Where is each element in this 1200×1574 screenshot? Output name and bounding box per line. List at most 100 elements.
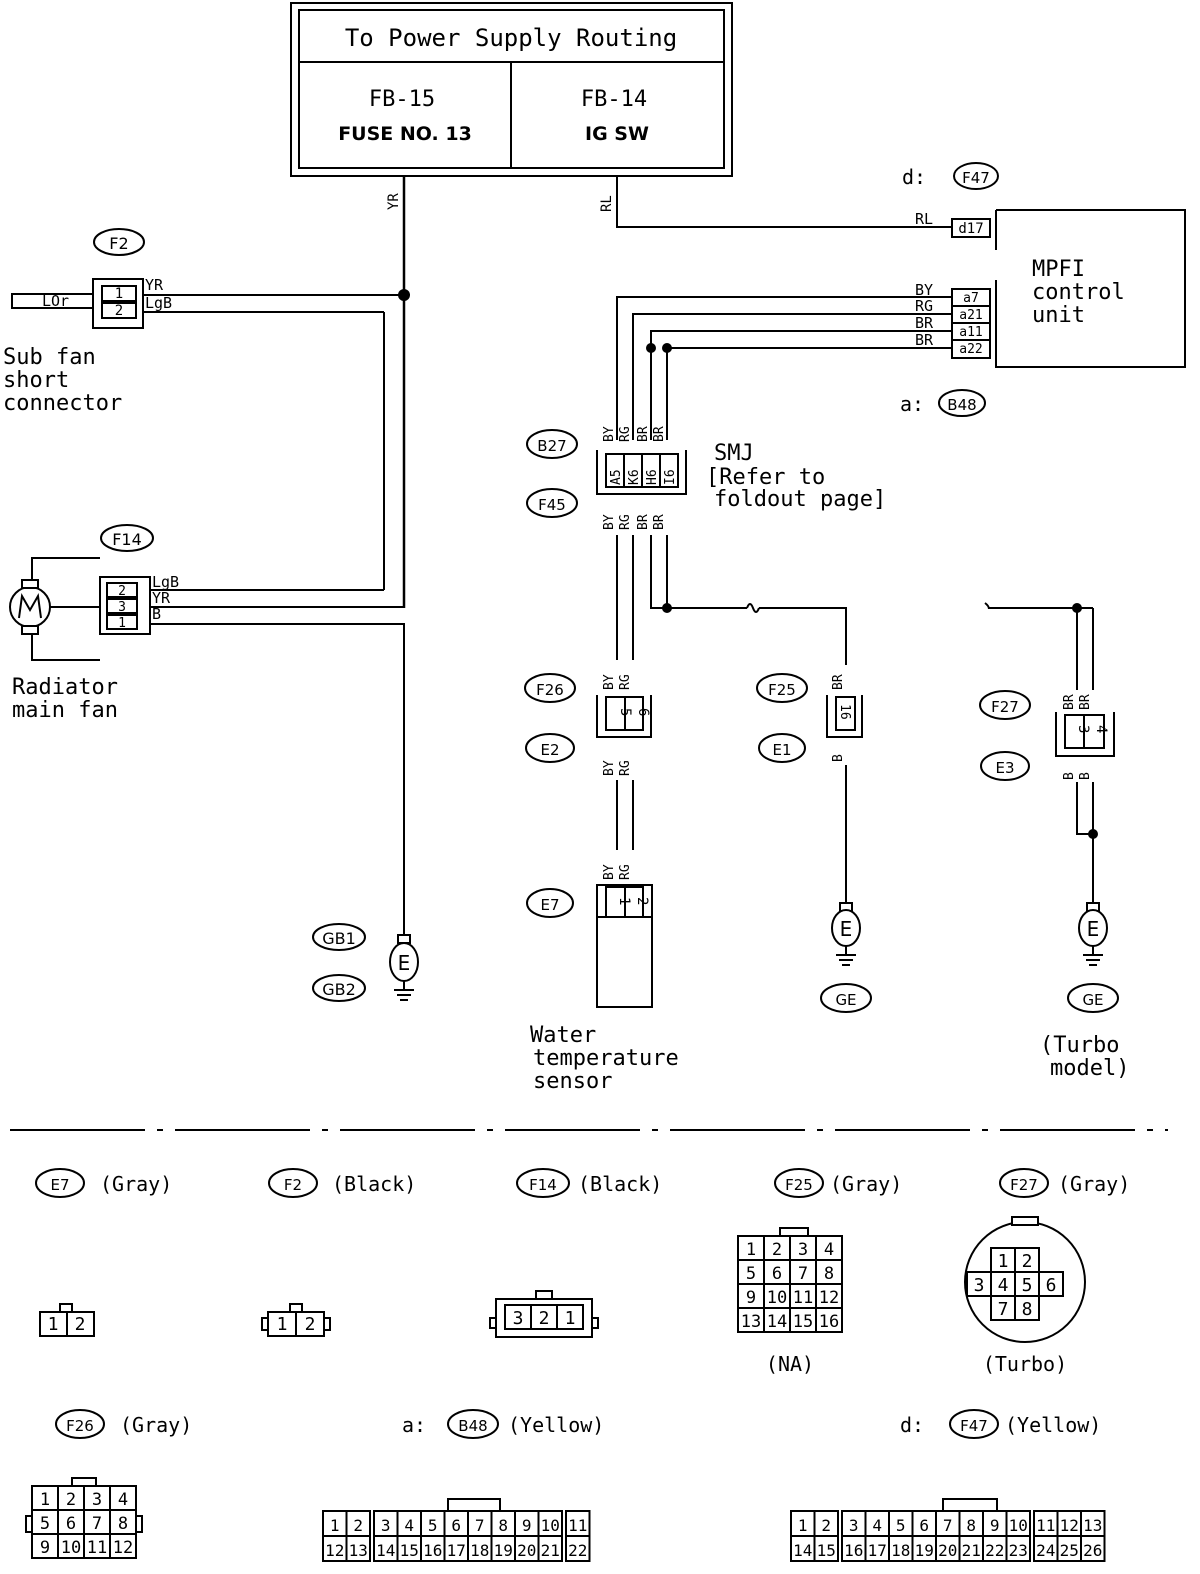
grid-f27-pin: 7 xyxy=(998,1299,1009,1320)
grid-f25-pin: 5 xyxy=(746,1264,756,1284)
grid-b48-pin: 16 xyxy=(423,1541,442,1560)
f26-e2-connector: F26 E2 BY RG 5 6 BY RG xyxy=(524,673,652,850)
grid-f25-pin: 10 xyxy=(767,1288,787,1308)
grid-f47-pin: 4 xyxy=(872,1516,882,1535)
grid-b48-pin: 18 xyxy=(470,1541,489,1560)
grid-f47-pin: 10 xyxy=(1009,1516,1028,1535)
water-label-1: Water xyxy=(530,1023,596,1048)
grid-f25-pin: 12 xyxy=(819,1288,839,1308)
d-prefix: d: xyxy=(902,165,926,189)
grid-f47-pin: 21 xyxy=(962,1541,981,1560)
smj-connector: B27 F45 BY RG BR BR A5 K6 H6 I6 BY RG BR… xyxy=(526,426,886,530)
f2-yr-label: YR xyxy=(145,276,164,294)
grid-f26-pin: 11 xyxy=(87,1538,107,1558)
power-supply-title: To Power Supply Routing xyxy=(345,24,677,52)
turbo-model-label-1: (Turbo xyxy=(1040,1033,1119,1058)
grid-f25-cell xyxy=(763,1307,791,1333)
grid-f25-pin: 1 xyxy=(746,1240,756,1260)
sub-fan-label-1: Sub fan xyxy=(3,345,96,370)
smj-label-3: foldout page] xyxy=(714,487,886,512)
legend-f26-id: F26 xyxy=(66,1417,94,1435)
grid-f47-pin: 25 xyxy=(1060,1541,1079,1560)
f14-connector-id: F14 xyxy=(112,530,142,549)
grid-b48-pin: 12 xyxy=(325,1541,344,1560)
legend-f14: F14 (Black) 3 2 1 xyxy=(489,1168,662,1338)
grid-b48-pin: 2 xyxy=(353,1516,363,1535)
e2-bot-rg: RG xyxy=(618,760,633,776)
grid-f47-pin: 7 xyxy=(943,1516,953,1535)
f2-connector-id: F2 xyxy=(109,234,128,253)
grid-f47-pin: 20 xyxy=(938,1541,957,1560)
legend-e7-id: E7 xyxy=(50,1176,69,1194)
legend-b48-prefix: a: xyxy=(402,1413,426,1437)
pin-d17: d17 xyxy=(958,221,983,237)
radiator-main-fan: F14 2 3 1 LgB YR B Radiator main fan xyxy=(9,524,405,935)
grid-f47-pin: 8 xyxy=(966,1516,976,1535)
smj-label-1: SMJ xyxy=(714,441,754,466)
smj-top-br1: BR xyxy=(636,426,651,442)
grid-f27-pin: 3 xyxy=(974,1275,985,1296)
fan-motor-icon xyxy=(9,586,51,628)
grid-f27-cell xyxy=(1014,1295,1040,1321)
f45-connector-id: F45 xyxy=(538,496,566,514)
grid-f27-pin: 5 xyxy=(1022,1275,1033,1296)
fb15-label: FB-15 xyxy=(369,87,435,112)
grid-f25-pin: 3 xyxy=(798,1240,808,1260)
legend-f27-turbo: (Turbo) xyxy=(983,1352,1067,1376)
smj-pin-h6: H6 xyxy=(645,469,660,485)
f27-br1-label: BR xyxy=(1062,694,1077,710)
grid-f47-pin: 5 xyxy=(896,1516,906,1535)
grid-f47-pin: 11 xyxy=(1036,1516,1055,1535)
grid-f27-cell xyxy=(990,1295,1016,1321)
grid-f26-pin: 6 xyxy=(66,1514,76,1534)
grid-f47-pin: 1 xyxy=(798,1516,808,1535)
grid-b48-pin: 19 xyxy=(494,1541,513,1560)
grid-f25-pin: 6 xyxy=(772,1264,782,1284)
grid-f26-cell xyxy=(31,1533,59,1559)
legend-b48-id: B48 xyxy=(458,1417,487,1435)
smj-label-2: [Refer to xyxy=(706,465,825,490)
grid-f47-pin: 6 xyxy=(919,1516,929,1535)
a-prefix: a: xyxy=(900,392,924,416)
f47-connector-id: F47 xyxy=(962,169,990,187)
grid-f47-pin: 13 xyxy=(1083,1516,1102,1535)
grid-f27-pin: 8 xyxy=(1022,1299,1033,1320)
f26-top-rg: RG xyxy=(618,674,633,690)
grid-f47-pin: 22 xyxy=(985,1541,1004,1560)
mpfi-label-2: control xyxy=(1032,280,1125,305)
grid-f26-cell xyxy=(57,1533,85,1559)
legend-b48-color: (Yellow) xyxy=(508,1413,604,1437)
grid-f26-cell xyxy=(83,1485,111,1511)
e7-by-label: BY xyxy=(602,864,617,880)
e1-b-label: B xyxy=(831,754,846,762)
legend-f25-na: (NA) xyxy=(766,1352,814,1376)
rl-wire: RL RL xyxy=(599,176,952,228)
f27-br2-label: BR xyxy=(1078,694,1093,710)
yr-power-wire: YR xyxy=(180,176,410,608)
grid-b48-cell xyxy=(345,1535,371,1562)
legend-f27-id: F27 xyxy=(1010,1176,1038,1194)
b48-connector-id: B48 xyxy=(947,396,976,414)
fuse-no13-label: FUSE NO. 13 xyxy=(338,123,472,145)
f25-pin-16: 16 xyxy=(837,704,852,720)
grid-b48-pin: 5 xyxy=(428,1516,438,1535)
water-temperature-sensor: E7 BY RG 1 2 Water temperature sensor xyxy=(526,864,679,1094)
grid-f25-cell xyxy=(737,1235,765,1261)
grid-f26-pin: 10 xyxy=(61,1538,81,1558)
grid-f25-pin: 2 xyxy=(772,1240,782,1260)
ground-gb-e: E xyxy=(398,951,411,975)
grid-f27-pin: 2 xyxy=(1022,1251,1033,1272)
grid-f26-pin: 4 xyxy=(118,1490,128,1510)
f25-e1-connector: F25 E1 BR 16 B E GE xyxy=(756,673,872,1013)
legend-f47-id: F47 xyxy=(960,1417,988,1435)
mpfi-signal-wires xyxy=(616,296,952,440)
smj-lower-wires xyxy=(616,535,847,665)
ge-connector-id-1: GE xyxy=(835,991,856,1009)
grid-f47-pin: 3 xyxy=(849,1516,859,1535)
grid-f27-cell xyxy=(966,1271,992,1297)
grid-b48-pin: 4 xyxy=(404,1516,414,1535)
ground-gb: GB1 GB2 E xyxy=(312,923,419,1002)
